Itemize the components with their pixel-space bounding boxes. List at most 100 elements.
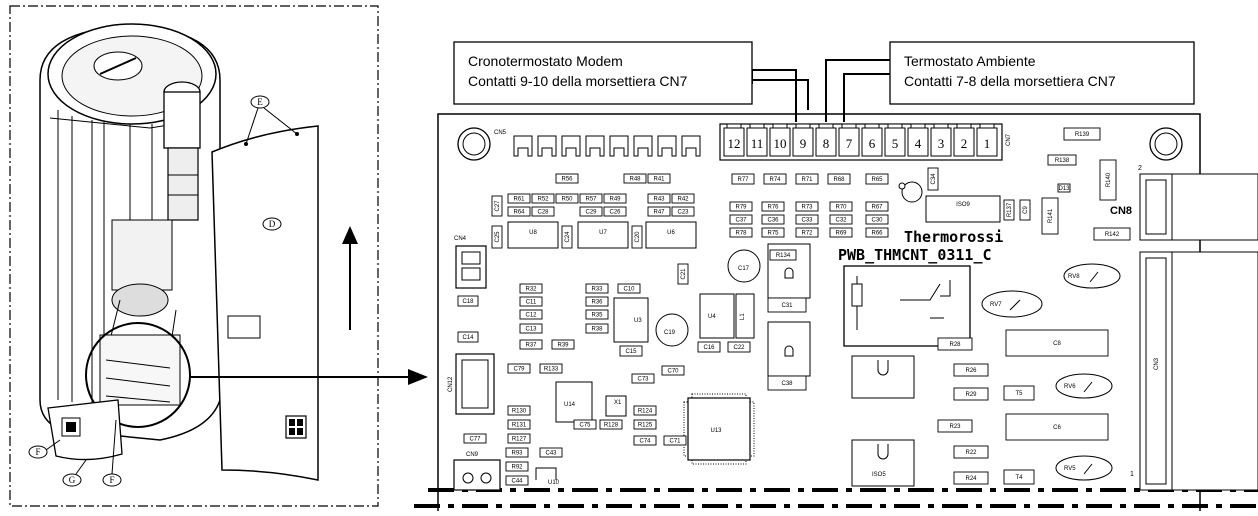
component-r78: R78	[729, 227, 753, 238]
cn9-connector: CN9	[453, 452, 501, 491]
svg-text:R142: R142	[1105, 232, 1120, 238]
component-c33: C33	[795, 214, 819, 225]
svg-text:R79: R79	[735, 205, 747, 211]
c19-capacitor: C19	[655, 313, 689, 347]
svg-text:R56: R56	[561, 177, 573, 183]
svg-text:R130: R130	[512, 409, 527, 415]
cn7-pin-8: 8	[815, 123, 837, 157]
stove-label-g: G	[62, 473, 82, 487]
svg-text:X1: X1	[614, 400, 622, 406]
svg-text:C14: C14	[462, 335, 474, 341]
svg-text:R57: R57	[585, 197, 597, 203]
svg-text:C37: C37	[735, 218, 747, 224]
stove-chimney	[163, 81, 201, 221]
svg-text:5: 5	[892, 136, 899, 151]
cn5-connector	[513, 135, 701, 157]
svg-text:L1: L1	[740, 313, 746, 320]
svg-text:CN4: CN4	[454, 236, 467, 242]
component-c73: C73	[631, 373, 655, 384]
svg-text:R61: R61	[513, 197, 525, 203]
component-r92: R92	[505, 461, 529, 472]
rv6-trimmer: RV6	[1055, 373, 1113, 399]
svg-text:R76: R76	[767, 205, 779, 211]
component-r36: R36	[585, 296, 609, 307]
component-r130: R130	[507, 405, 531, 416]
svg-text:R125: R125	[638, 423, 653, 429]
svg-text:3: 3	[938, 136, 945, 151]
svg-text:R49: R49	[609, 197, 621, 203]
component-c13: C13	[519, 323, 543, 334]
svg-text:C75: C75	[579, 423, 591, 429]
svg-text:7: 7	[846, 136, 853, 151]
component-c9: C9	[1019, 199, 1031, 221]
svg-text:RV7: RV7	[990, 302, 1002, 308]
cn7-pin-11: 11	[746, 123, 768, 157]
component-r138: R138	[1047, 154, 1077, 166]
u14-chip: U14	[555, 381, 593, 423]
component-r37: R37	[519, 339, 543, 350]
svg-text:C77: C77	[469, 437, 481, 443]
component-c29: C29	[579, 206, 603, 217]
svg-text:C28: C28	[537, 210, 549, 216]
component-r66: R66	[865, 227, 889, 238]
component-d13: D13	[1057, 183, 1071, 193]
svg-text:R133: R133	[544, 367, 559, 373]
svg-text:D13: D13	[1058, 186, 1070, 192]
svg-text:R43: R43	[653, 197, 665, 203]
svg-text:R138: R138	[1055, 158, 1070, 164]
cn12-connector: CN12	[448, 353, 495, 415]
board-brand-label: Thermorossi	[904, 228, 1003, 246]
svg-text:C44: C44	[511, 479, 523, 485]
component-c8: C8	[1005, 329, 1109, 357]
cn5-block	[609, 135, 629, 157]
component-r35: R35	[585, 309, 609, 320]
svg-text:R92: R92	[511, 465, 523, 471]
svg-text:R50: R50	[561, 197, 573, 203]
svg-text:C79: C79	[513, 367, 525, 373]
component-r65: R65	[865, 173, 889, 185]
component-c10: C10	[617, 283, 641, 294]
svg-text:R22: R22	[965, 450, 977, 456]
svg-text:R77: R77	[737, 177, 749, 183]
component-c23: C23	[671, 206, 695, 217]
svg-text:R32: R32	[525, 287, 537, 293]
cn3-terminal: CN3 1	[1130, 251, 1258, 491]
component-r75: R75	[761, 227, 785, 238]
cn7-pin-5: 5	[884, 123, 906, 157]
cn7-pin-4: 4	[907, 123, 929, 157]
rv7-trimmer: RV7	[981, 290, 1043, 318]
svg-text:RV8: RV8	[1068, 274, 1080, 280]
svg-text:RV6: RV6	[1064, 384, 1076, 390]
component-c70: C70	[661, 365, 685, 376]
cn5-block	[537, 135, 557, 157]
svg-text:C33: C33	[801, 218, 813, 224]
component-c30: C30	[865, 214, 889, 225]
component-r79: R79	[729, 201, 753, 212]
svg-text:C10: C10	[623, 287, 635, 293]
mount-hole-left	[457, 127, 491, 161]
leader-g	[75, 459, 87, 475]
component-r93: R93	[505, 447, 529, 458]
component-r38: R38	[585, 323, 609, 334]
component-r77: R77	[731, 173, 755, 185]
svg-text:CN12: CN12	[448, 376, 454, 392]
leader-f-right	[111, 419, 117, 475]
component-r29: R29	[953, 387, 989, 401]
component-c37: C37	[729, 214, 753, 225]
svg-text:C18: C18	[462, 299, 474, 305]
svg-text:C22: C22	[733, 345, 745, 351]
cn7-pin-1: 1	[976, 123, 998, 157]
component-r67: R67	[865, 201, 889, 212]
board-code-label: PWB_THMCNT_0311_C	[838, 246, 992, 264]
callout-modem-line1: Cronotermostato Modem	[468, 53, 623, 69]
side-panel	[211, 125, 319, 481]
u8-chip: U8	[507, 221, 559, 249]
component-r140: R140	[1099, 159, 1117, 201]
svg-text:R139: R139	[1075, 132, 1090, 138]
leader-e-2	[263, 107, 298, 135]
component-r69: R69	[829, 227, 853, 238]
component-c31: C31	[767, 297, 807, 313]
cn5-label: CN5	[494, 130, 507, 136]
